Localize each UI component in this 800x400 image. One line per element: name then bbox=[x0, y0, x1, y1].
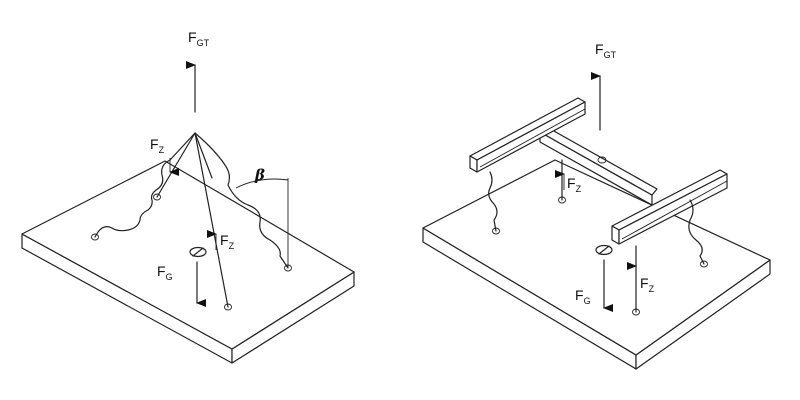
left-weight-force-arrow: FG bbox=[157, 261, 206, 307]
right-sling-force-label-upper: FZ bbox=[567, 175, 582, 194]
angle-beta-label: β bbox=[254, 166, 265, 184]
left-lift-force-arrow: FGT bbox=[186, 29, 210, 113]
left-diagram: β FGT FZ FZ FG bbox=[21, 29, 355, 364]
right-center-of-gravity bbox=[595, 244, 613, 256]
right-diagram: FGT FZ FZ FG bbox=[422, 41, 771, 370]
right-weight-force-arrow: FG bbox=[575, 259, 613, 312]
left-slings bbox=[94, 132, 289, 308]
right-lifting-beam bbox=[469, 97, 728, 245]
right-weight-force-label: FG bbox=[575, 287, 591, 306]
left-plate bbox=[21, 160, 355, 364]
left-sling-force-label-top: FZ bbox=[150, 136, 165, 155]
right-lift-force-label: FGT bbox=[595, 41, 617, 60]
right-plate bbox=[422, 159, 771, 370]
right-sling-force-label-lower: FZ bbox=[640, 275, 655, 294]
left-weight-force-label: FG bbox=[157, 263, 173, 282]
left-lift-force-label: FGT bbox=[188, 29, 210, 48]
left-center-of-gravity bbox=[189, 246, 207, 258]
left-angle-beta: β bbox=[235, 166, 289, 268]
left-sling-force-label-mid: FZ bbox=[220, 232, 235, 251]
right-lift-force-arrow: FGT bbox=[591, 41, 617, 131]
